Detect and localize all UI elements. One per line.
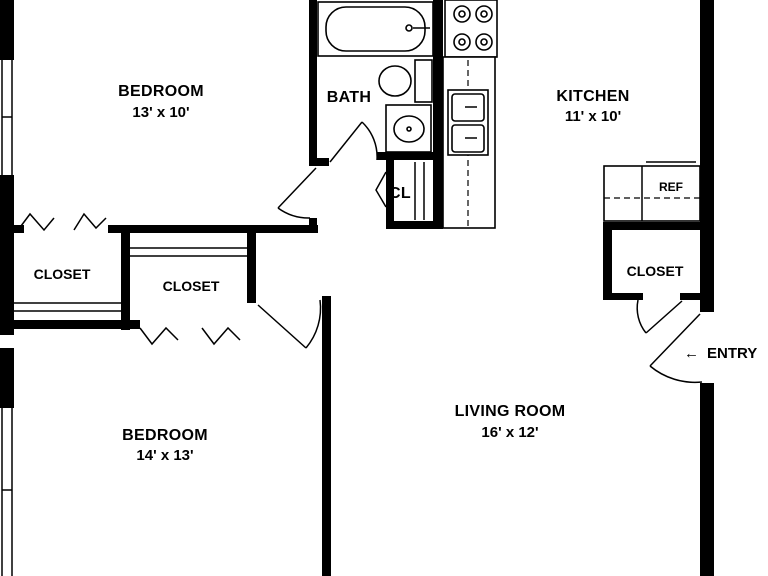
bath-name: BATH — [327, 89, 371, 106]
middle-closet-shelves — [130, 247, 247, 257]
left-closet-doors — [17, 212, 107, 232]
bedroom-bottom-name: BEDROOM — [122, 427, 208, 444]
linen-closet-label: CL — [389, 185, 411, 202]
refrigerator — [603, 161, 701, 222]
bathtub — [317, 1, 434, 57]
entry-arrow-icon: ← — [684, 345, 699, 362]
kitchen-sink — [447, 89, 489, 156]
closet-middle-label: CLOSET — [163, 278, 220, 294]
entry-door — [649, 313, 703, 384]
bedroom-bottom-dims: 14' x 13' — [136, 447, 193, 464]
bath-door — [329, 121, 378, 163]
toilet — [378, 59, 433, 103]
stove — [444, 0, 498, 58]
closet-left-label: CLOSET — [34, 266, 91, 282]
entry-closet-door — [636, 299, 683, 334]
kitchen-dims: 11' x 10' — [565, 108, 621, 125]
bedroom-top-dims: 13' x 10' — [132, 104, 189, 121]
refrigerator-label: REF — [659, 180, 683, 194]
kitchen-name: KITCHEN — [556, 88, 629, 105]
left-closet-shelves — [14, 302, 121, 312]
labels: BEDROOM 13' x 10' BATH KITCHEN 11' x 10'… — [34, 83, 758, 464]
bedroom-top-door — [277, 167, 317, 219]
walls — [0, 0, 714, 576]
living-room-dims: 16' x 12' — [481, 424, 538, 441]
middle-closet-doors — [139, 326, 241, 346]
living-room-name: LIVING ROOM — [455, 403, 566, 420]
linen-closet-door — [375, 162, 425, 220]
windows — [1, 60, 13, 576]
entry-label: ENTRY — [707, 345, 757, 362]
bedroom-bottom-door — [257, 299, 322, 349]
bedroom-top-name: BEDROOM — [118, 83, 204, 100]
bath-sink — [385, 104, 432, 153]
closet-entry-label: CLOSET — [627, 263, 684, 279]
